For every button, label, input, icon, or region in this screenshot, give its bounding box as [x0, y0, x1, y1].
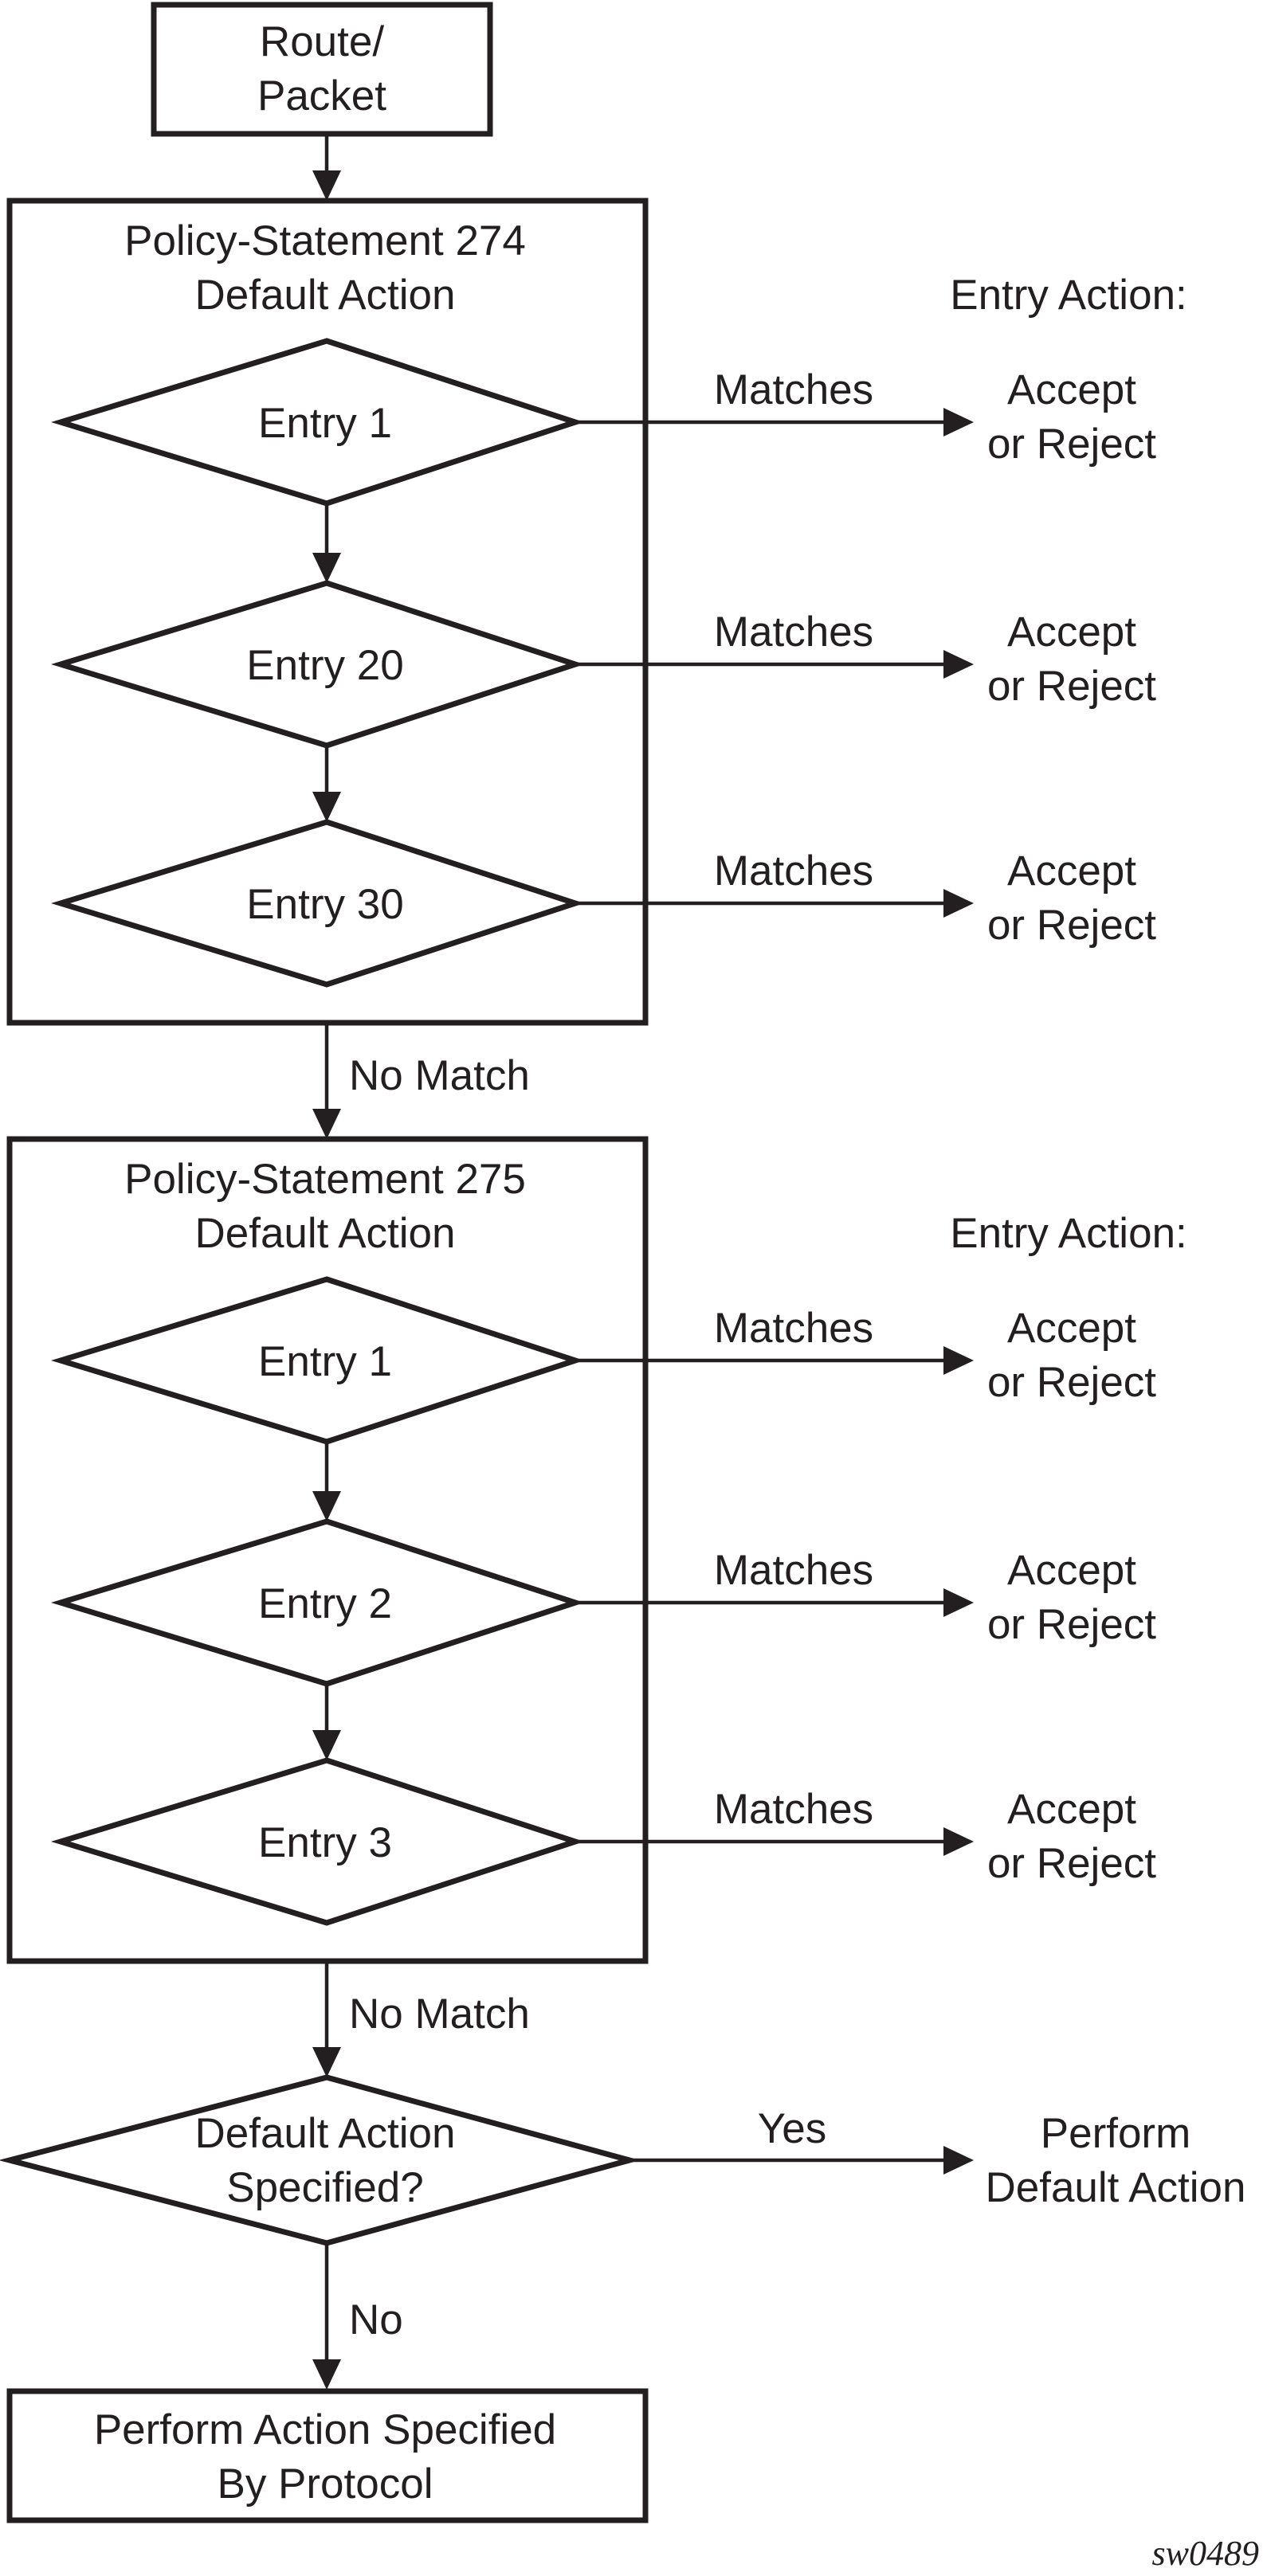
policy-275-title: Policy-Statement 275 — [124, 1156, 526, 1203]
entry-label: Entry 3 — [258, 1819, 392, 1866]
end-box: Perform Action Specified By Protocol — [6, 2388, 649, 2523]
perform-default-line2: Default Action — [985, 2164, 1245, 2211]
policy-275-default-action-label: Default Action — [194, 1210, 455, 1257]
action-line2: or Reject — [987, 421, 1156, 468]
start-box: Route/ Packet — [151, 2, 493, 137]
policy-274-title: Policy-Statement 274 — [124, 217, 526, 264]
connector-policy-274-to-policy-275: No Match — [312, 1023, 530, 1139]
action-line2: or Reject — [987, 1359, 1156, 1406]
end-box-line1: Perform Action Specified — [94, 2406, 556, 2453]
decision-diamond — [0, 2074, 641, 2246]
arrow-head — [943, 1827, 974, 1856]
policy-274-entry-20: Entry 20 Matches Accept or Reject — [51, 580, 1156, 749]
entry-label: Entry 1 — [258, 1338, 392, 1385]
policy-274-container: Policy-Statement 274 Default Action Entr… — [6, 198, 1187, 1026]
entry-label: Entry 20 — [246, 642, 403, 689]
matches-label: Matches — [714, 609, 873, 656]
default-action-decision: Default Action Specified? Yes Perform De… — [0, 2074, 1246, 2246]
connector-decision-to-end: No — [312, 2243, 403, 2390]
connector-entry-1-to-entry-2 — [312, 1442, 341, 1521]
connector-policy-275-to-decision: No Match — [312, 1961, 530, 2077]
end-box-line2: By Protocol — [217, 2461, 433, 2507]
decision-line1: Default Action — [194, 2110, 455, 2157]
action-line1: Accept — [1007, 1547, 1136, 1594]
matches-label: Matches — [714, 1547, 873, 1594]
arrow-head — [943, 650, 974, 679]
matches-label: Matches — [714, 848, 873, 895]
action-line1: Accept — [1007, 609, 1136, 656]
entry-label: Entry 1 — [258, 400, 392, 447]
connector-entry-2-to-entry-3 — [312, 1684, 341, 1760]
figure-reference: sw0489 — [1152, 2534, 1259, 2573]
arrow-head — [943, 2146, 974, 2175]
policy-274-entry-1: Entry 1 Matches Accept or Reject — [51, 338, 1156, 507]
perform-default-line1: Perform — [1041, 2110, 1190, 2157]
action-line2: or Reject — [987, 1601, 1156, 1648]
arrow-head — [943, 408, 974, 437]
matches-label: Matches — [714, 1305, 873, 1352]
action-line1: Accept — [1007, 848, 1136, 895]
policy-275-entry-2: Entry 2 Matches Accept or Reject — [51, 1518, 1156, 1687]
connector-entry-1-to-entry-20 — [312, 503, 341, 583]
connector-start-to-policy-274 — [312, 134, 341, 201]
policy-274-default-action-label: Default Action — [194, 272, 455, 319]
arrow-head — [943, 1346, 974, 1375]
decision-diamond — [51, 1757, 585, 1926]
start-box-line2: Packet — [257, 72, 386, 119]
no-match-label: No Match — [349, 1052, 530, 1099]
matches-label: Matches — [714, 366, 873, 413]
policy-275-entry-3: Entry 3 Matches Accept or Reject — [51, 1757, 1156, 1926]
no-label: No — [349, 2296, 403, 2343]
entry-label: Entry 30 — [246, 881, 403, 928]
connector-entry-20-to-entry-30 — [312, 746, 341, 822]
policy-275-entry-action-header: Entry Action: — [950, 1210, 1187, 1257]
policy-275-container: Policy-Statement 275 Default Action Entr… — [6, 1136, 1187, 1964]
decision-line2: Specified? — [226, 2164, 424, 2211]
yes-label: Yes — [758, 2105, 826, 2152]
no-match-label: No Match — [349, 1991, 530, 2038]
decision-diamond — [51, 819, 585, 988]
arrow-head — [943, 889, 974, 918]
start-box-line1: Route/ — [260, 18, 384, 65]
policy-275-entry-1: Entry 1 Matches Accept or Reject — [51, 1276, 1156, 1445]
action-line1: Accept — [1007, 366, 1136, 413]
policy-274-entry-action-header: Entry Action: — [950, 272, 1187, 319]
policy-274-entry-30: Entry 30 Matches Accept or Reject — [51, 819, 1156, 988]
action-line1: Accept — [1007, 1786, 1136, 1833]
action-line2: or Reject — [987, 1840, 1156, 1887]
arrow-head — [943, 1588, 974, 1617]
action-line1: Accept — [1007, 1305, 1136, 1352]
entry-label: Entry 2 — [258, 1580, 392, 1627]
action-line2: or Reject — [987, 902, 1156, 949]
matches-label: Matches — [714, 1786, 873, 1833]
action-line2: or Reject — [987, 663, 1156, 710]
